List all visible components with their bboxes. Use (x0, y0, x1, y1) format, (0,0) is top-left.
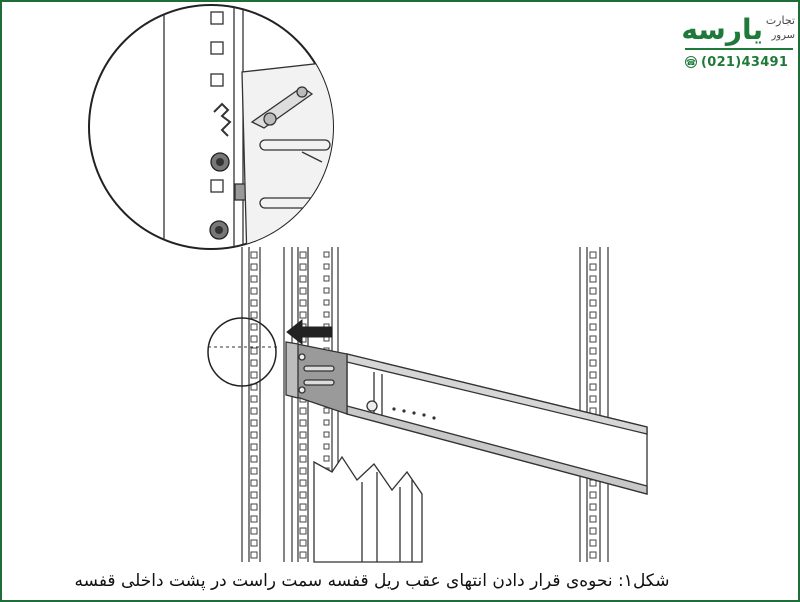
rack-hole (323, 431, 330, 438)
rail-break (313, 455, 423, 563)
rack-hole (299, 251, 307, 259)
rack-hole (323, 251, 330, 258)
figure-caption: شکل۱: نحوه‌ی قرار دادن انتهای عقب ریل قف… (74, 571, 670, 591)
rack-hole (250, 455, 258, 463)
direction-arrow (286, 318, 333, 346)
rack-hole (589, 299, 597, 307)
rack-hole (323, 443, 330, 450)
rack-hole (589, 275, 597, 283)
rack-hole (589, 479, 597, 487)
rack-hole (299, 515, 307, 523)
rack-hole (323, 455, 330, 462)
rack-hole (250, 539, 258, 547)
rack-hole (250, 347, 258, 355)
rack-hole (250, 515, 258, 523)
rack-hole (323, 311, 330, 318)
rack-hole (250, 323, 258, 331)
rack-hole (299, 479, 307, 487)
rack-hole (589, 287, 597, 295)
rack-hole (299, 527, 307, 535)
rack-hole (250, 263, 258, 271)
rack-hole (299, 419, 307, 427)
rack-hole (589, 311, 597, 319)
phone-number: (021)43491 (701, 54, 789, 70)
phone-icon: ☎ (685, 56, 697, 68)
rack-hole (323, 299, 330, 306)
rack-hole (250, 551, 258, 559)
rack-hole (299, 467, 307, 475)
rack-hole (250, 467, 258, 475)
logo-divider (685, 48, 793, 50)
rack-hole (250, 419, 258, 427)
rack-hole (299, 491, 307, 499)
rack-hole (589, 371, 597, 379)
rack-hole (250, 371, 258, 379)
rack-hole (589, 527, 597, 535)
rack-hole (250, 311, 258, 319)
rack-hole (250, 251, 258, 259)
rack-hole (299, 503, 307, 511)
rack-hole (299, 455, 307, 463)
rack-hole (589, 395, 597, 403)
rack-hole (250, 395, 258, 403)
rack-hole (299, 263, 307, 271)
rack-hole (299, 539, 307, 547)
rack-hole (589, 539, 597, 547)
rack-hole (589, 503, 597, 511)
rack-holes (250, 251, 597, 559)
logo-brand-text: یارسه (681, 13, 763, 46)
rack-hole (299, 299, 307, 307)
rack-hole (323, 275, 330, 282)
rack-hole (250, 527, 258, 535)
right-rack-post (579, 247, 609, 562)
rack-hole (589, 335, 597, 343)
rack-hole (299, 443, 307, 451)
rack-hole (323, 287, 330, 294)
rack-hole (323, 263, 330, 270)
detail-callout (88, 4, 334, 250)
rack-hole (589, 359, 597, 367)
rack-hole (250, 299, 258, 307)
rack-hole (299, 407, 307, 415)
rack-hole (250, 335, 258, 343)
logo-bottom-text: سرور (771, 30, 795, 41)
rack-hole (299, 275, 307, 283)
rack-hole (589, 251, 597, 259)
rack-hole (250, 275, 258, 283)
rack-hole (250, 407, 258, 415)
rack-hole (589, 323, 597, 331)
rack-hole (589, 515, 597, 523)
rack-hole (323, 419, 330, 426)
rack-hole (299, 287, 307, 295)
rack-hole (250, 503, 258, 511)
rack-hole (589, 551, 597, 559)
rail-assembly (285, 341, 648, 495)
rack-hole (589, 491, 597, 499)
logo-phone-row: ☎ (021)43491 (685, 53, 795, 71)
highlight-circle (207, 317, 277, 387)
rack-hole (299, 551, 307, 559)
rack-hole (250, 287, 258, 295)
rack-hole (589, 347, 597, 355)
rack-hole (250, 431, 258, 439)
company-logo: یارسه تجارت سرور ☎ (021)43491 (681, 12, 795, 72)
rack-hole (323, 407, 330, 414)
rack-hole (299, 431, 307, 439)
rack-hole (250, 479, 258, 487)
rack-hole (299, 311, 307, 319)
rack-hole (250, 359, 258, 367)
rack-hole (250, 491, 258, 499)
rack-hole (250, 443, 258, 451)
logo-top-text: تجارت (765, 14, 795, 27)
rack-hole (589, 383, 597, 391)
rack-hole (589, 263, 597, 271)
